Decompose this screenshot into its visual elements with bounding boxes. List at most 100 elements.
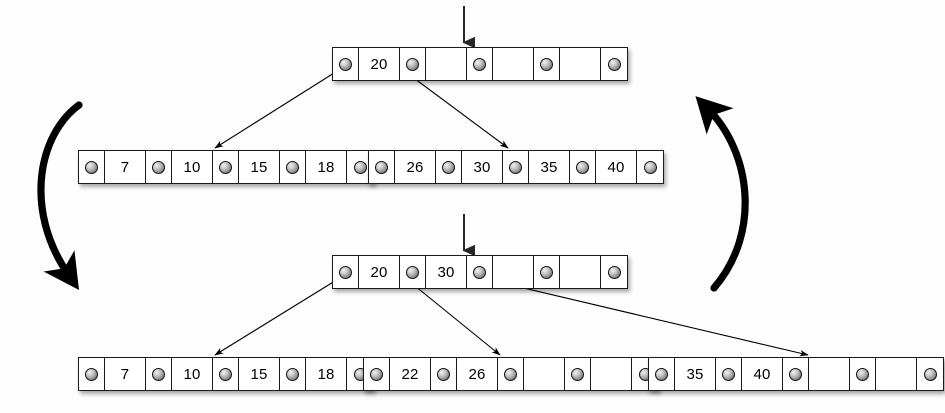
pointer-cell[interactable] (498, 358, 524, 390)
key-cell[interactable]: 7 (105, 151, 146, 183)
pointer-sphere-icon (607, 57, 621, 71)
pointer-cell[interactable] (364, 358, 390, 390)
pointer-sphere-icon (643, 160, 657, 174)
root-node-after[interactable]: 20 30 (332, 255, 628, 289)
pointer-cell[interactable] (431, 358, 457, 390)
pointer-cell[interactable] (601, 48, 627, 80)
pointer-cell[interactable] (280, 151, 306, 183)
key-cell-empty[interactable] (493, 48, 534, 80)
link-before-root-to-left-leaf (214, 67, 343, 149)
key-cell-empty[interactable] (426, 48, 467, 80)
key-cell-empty[interactable] (809, 358, 850, 390)
key-cell[interactable]: 22 (390, 358, 431, 390)
pointer-sphere-icon (576, 160, 589, 174)
key-cell-empty[interactable] (591, 358, 632, 390)
pointer-sphere-icon (152, 160, 165, 174)
key-cell[interactable]: 20 (359, 256, 400, 288)
pointer-sphere-icon (353, 160, 367, 174)
pointer-cell[interactable] (436, 151, 462, 183)
pointer-sphere-icon (923, 367, 937, 381)
key-cell-empty[interactable] (560, 48, 601, 80)
pointer-cell[interactable] (649, 358, 675, 390)
pointer-sphere-icon (339, 57, 352, 71)
key-cell[interactable]: 26 (457, 358, 498, 390)
pointer-sphere-icon (442, 160, 455, 174)
pointer-cell[interactable] (400, 48, 426, 80)
link-after-root-to-left-leaf (214, 275, 344, 356)
pointer-cell[interactable] (917, 358, 943, 390)
pointer-cell[interactable] (850, 358, 876, 390)
key-cell[interactable]: 15 (239, 151, 280, 183)
key-cell-empty[interactable] (524, 358, 565, 390)
pointer-sphere-icon (571, 367, 584, 381)
pointer-cell[interactable] (146, 358, 172, 390)
pointer-sphere-icon (509, 160, 522, 174)
key-cell[interactable]: 26 (395, 151, 436, 183)
pointer-sphere-icon (219, 160, 232, 174)
key-cell[interactable]: 35 (675, 358, 716, 390)
pointer-cell[interactable] (716, 358, 742, 390)
pointer-sphere-icon (722, 367, 735, 381)
leaf-node-after-middle[interactable]: 22 26 (363, 357, 659, 391)
pointer-cell[interactable] (79, 358, 105, 390)
key-cell-empty[interactable] (876, 358, 917, 390)
pointer-cell[interactable] (565, 358, 591, 390)
key-cell[interactable]: 40 (742, 358, 783, 390)
pointer-sphere-icon (286, 160, 299, 174)
pointer-sphere-icon (655, 367, 668, 381)
key-cell[interactable]: 15 (239, 358, 280, 390)
pointer-cell[interactable] (280, 358, 306, 390)
pointer-sphere-icon (85, 160, 98, 174)
key-cell[interactable]: 30 (426, 256, 467, 288)
leaf-node-after-left[interactable]: 7 10 15 18 (78, 357, 374, 391)
pointer-sphere-icon (504, 367, 517, 381)
pointer-sphere-icon (473, 57, 486, 71)
key-cell[interactable]: 7 (105, 358, 146, 390)
key-cell[interactable]: 40 (596, 151, 637, 183)
pointer-cell[interactable] (333, 256, 359, 288)
pointer-sphere-icon (406, 57, 419, 71)
pointer-cell[interactable] (79, 151, 105, 183)
pointer-cell[interactable] (213, 151, 239, 183)
pointer-sphere-icon (370, 367, 383, 381)
key-cell[interactable]: 35 (529, 151, 570, 183)
key-cell-empty[interactable] (560, 256, 601, 288)
pointer-cell[interactable] (534, 256, 560, 288)
leaf-node-before-right[interactable]: 26 30 35 40 (368, 150, 664, 184)
pointer-sphere-icon (789, 367, 802, 381)
transition-arrow-right (695, 96, 749, 292)
key-cell[interactable]: 18 (306, 358, 347, 390)
pointer-sphere-icon (375, 160, 388, 174)
key-cell[interactable]: 18 (306, 151, 347, 183)
pointer-sphere-icon (540, 57, 553, 71)
key-cell[interactable]: 10 (172, 358, 213, 390)
pointer-cell[interactable] (369, 151, 395, 183)
pointer-cell[interactable] (503, 151, 529, 183)
key-cell-empty[interactable] (493, 256, 534, 288)
pointer-sphere-icon (339, 265, 352, 279)
pointer-sphere-icon (286, 367, 299, 381)
leaf-node-after-right[interactable]: 35 40 (648, 357, 944, 391)
pointer-sphere-icon (152, 367, 165, 381)
key-cell[interactable]: 30 (462, 151, 503, 183)
pointer-cell[interactable] (637, 151, 663, 183)
pointer-sphere-icon (85, 367, 98, 381)
pointer-cell[interactable] (783, 358, 809, 390)
pointer-cell[interactable] (213, 358, 239, 390)
pointer-sphere-icon (219, 367, 232, 381)
pointer-cell[interactable] (570, 151, 596, 183)
transition-arrow-left (37, 101, 83, 291)
key-cell[interactable]: 10 (172, 151, 213, 183)
pointer-cell[interactable] (601, 256, 627, 288)
leaf-node-before-left[interactable]: 7 10 15 18 (78, 150, 374, 184)
pointer-cell[interactable] (467, 48, 493, 80)
key-cell[interactable]: 20 (359, 48, 400, 80)
pointer-cell[interactable] (333, 48, 359, 80)
pointer-cell[interactable] (146, 151, 172, 183)
pointer-cell[interactable] (400, 256, 426, 288)
pointer-cell[interactable] (467, 256, 493, 288)
pointer-sphere-icon (607, 265, 621, 279)
pointer-sphere-icon (437, 367, 450, 381)
pointer-cell[interactable] (534, 48, 560, 80)
root-node-before[interactable]: 20 (332, 47, 628, 81)
